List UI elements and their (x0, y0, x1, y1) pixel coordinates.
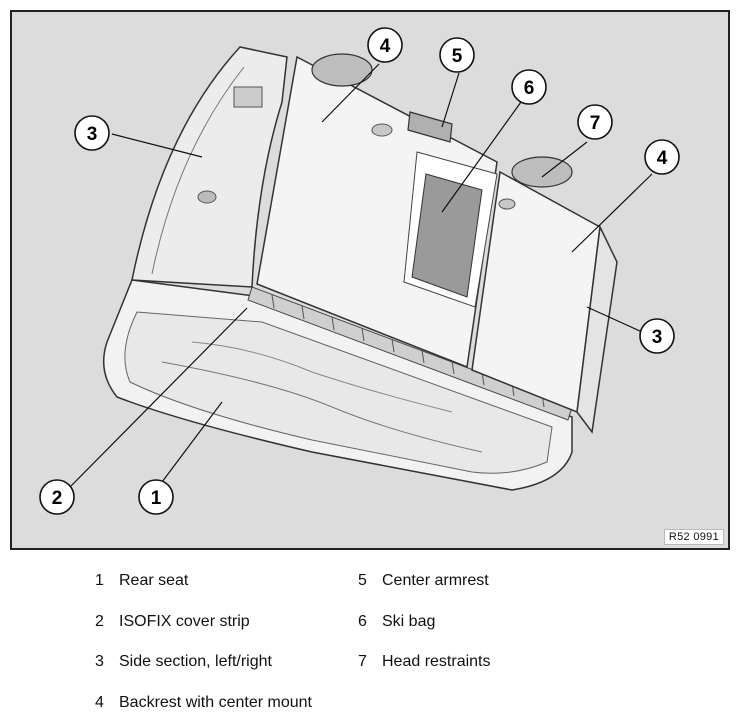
seat-diagram-figure: 3 4 5 6 7 4 3 2 1 R52 0991 (10, 10, 730, 550)
legend-item-2: 2 ISOFIX cover strip (95, 613, 250, 631)
callout-1: 1 (151, 488, 162, 509)
legend-item-1: 1 Rear seat (95, 572, 188, 590)
legend-label: Head restraints (382, 653, 491, 670)
legend-label: Rear seat (119, 572, 189, 589)
legend-number: 7 (358, 653, 367, 670)
callout-3-right: 3 (652, 327, 663, 348)
head-restraint-left (311, 53, 373, 87)
center-armrest (407, 111, 453, 143)
callout-5: 5 (452, 46, 463, 67)
legend-label: ISOFIX cover strip (119, 613, 250, 630)
legend-number: 3 (95, 653, 104, 670)
callout-2: 2 (52, 488, 63, 509)
legend-label: Backrest with center mount (119, 694, 312, 711)
legend-item-7: 7 Head restraints (358, 653, 491, 671)
legend-item-5: 5 Center armrest (358, 572, 489, 590)
legend-number: 2 (95, 613, 104, 630)
callout-7: 7 (590, 113, 601, 134)
seat-illustration: 3 4 5 6 7 4 3 2 1 (39, 27, 680, 515)
callout-4-left: 4 (380, 36, 391, 57)
legend-number: 6 (358, 613, 367, 630)
callout-group: 3 4 5 6 7 4 3 2 1 (39, 27, 680, 515)
side-section-right (576, 224, 618, 434)
legend-item-3: 3 Side section, left/right (95, 653, 272, 671)
legend: 1 Rear seat 2 ISOFIX cover strip 3 Side sec… (0, 568, 742, 718)
legend-label: Ski bag (382, 613, 436, 630)
legend-label: Side section, left/right (119, 653, 272, 670)
callout-4-right: 4 (657, 148, 668, 169)
legend-item-4: 4 Backrest with center mount (95, 694, 312, 712)
callout-6: 6 (524, 78, 535, 99)
legend-number: 5 (358, 572, 367, 589)
callout-3-left: 3 (87, 124, 98, 145)
legend-number: 4 (95, 694, 104, 711)
head-restraint-right (511, 156, 573, 188)
legend-item-6: 6 Ski bag (358, 613, 435, 631)
legend-label: Center armrest (382, 572, 489, 589)
legend-number: 1 (95, 572, 104, 589)
leader-lines (69, 63, 653, 488)
reference-code: R52 0991 (663, 529, 724, 545)
